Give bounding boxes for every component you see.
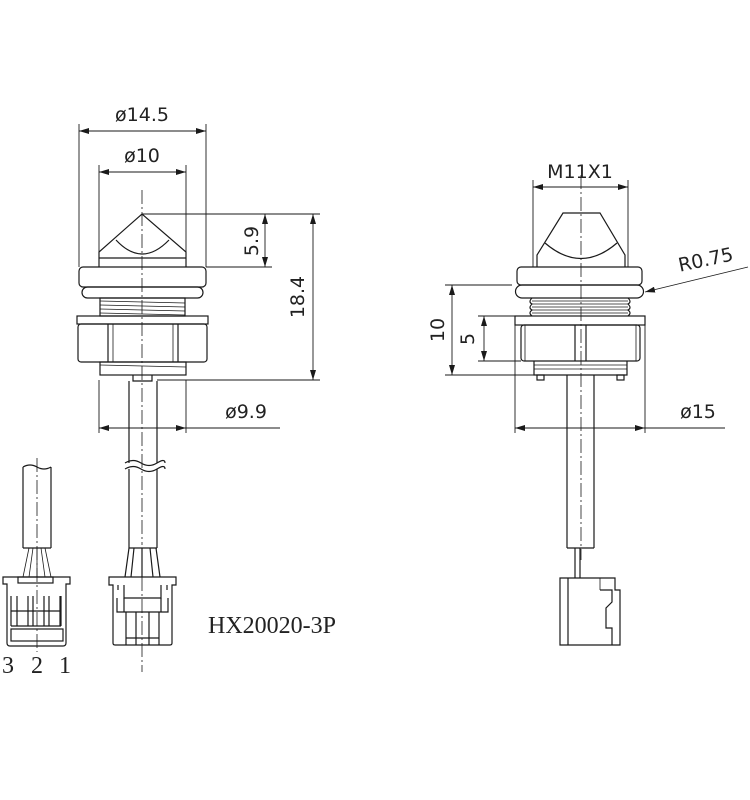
sensor-tip-cone (98, 213, 187, 258)
flange (516, 266, 643, 286)
dim-nut-height: 5 (457, 333, 479, 345)
thread-upper (529, 297, 631, 317)
thread-lower (99, 361, 187, 376)
dim-outer-diameter: ø14.5 (115, 104, 169, 126)
thread-lower (533, 361, 628, 376)
oring-leader (644, 266, 749, 293)
sensor-tip (536, 212, 626, 267)
connector-model-label: HX20020-3P (208, 613, 336, 639)
tip-arc (115, 239, 170, 255)
thread-upper (99, 297, 186, 317)
dim-nut-diameter: ø15 (680, 401, 716, 423)
cable (566, 375, 595, 549)
dim-thread: M11X1 (547, 161, 613, 183)
stub (132, 375, 153, 382)
connector-rear-view (108, 547, 177, 672)
dim-tip-diameter: ø10 (124, 145, 160, 167)
dim-oring-radius: R0.75 (676, 244, 735, 277)
pin-label: 1 (59, 653, 71, 679)
o-ring (81, 286, 204, 299)
nut-washer (76, 315, 209, 325)
dim-thread-diameter: ø9.9 (225, 401, 267, 423)
o-ring (514, 284, 645, 299)
pin-label: 3 (2, 653, 14, 679)
dim-tip-height: 5.9 (241, 226, 263, 256)
dim-height: 10 (427, 318, 449, 342)
connector-side-view (559, 548, 621, 646)
hex-nut (77, 323, 208, 363)
cable (128, 381, 158, 463)
pin-label: 2 (31, 653, 43, 679)
nut-washer (514, 315, 646, 326)
dim-total-height: 18.4 (287, 276, 309, 318)
flange (78, 266, 207, 288)
connector-front-view: 3 2 1 (2, 458, 71, 679)
hex-nut (520, 324, 641, 362)
left-sensor-view: ø14.5 ø10 5.9 18.4 ø9.9 (76, 104, 320, 549)
right-sensor-view: M11X1 R0.75 10 5 ø15 (427, 161, 749, 646)
